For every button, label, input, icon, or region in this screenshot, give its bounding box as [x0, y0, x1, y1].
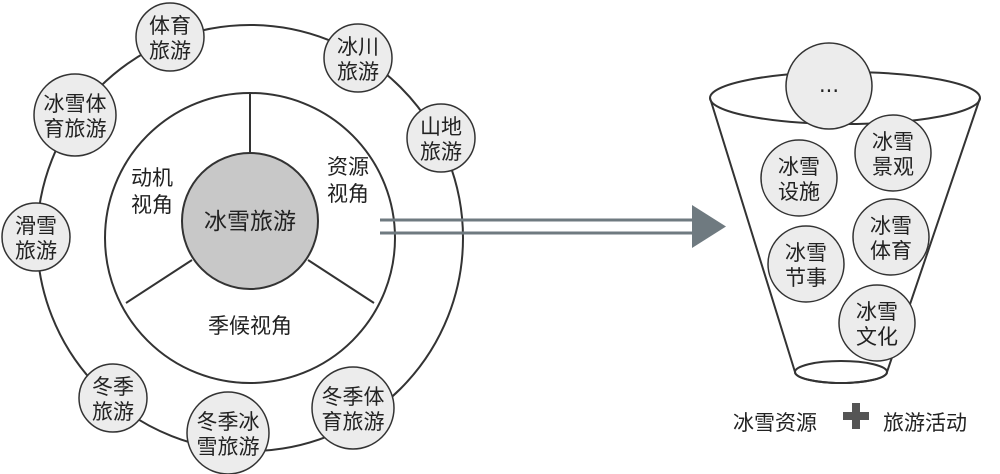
- cup-node-culture: 冰雪 文化: [838, 284, 916, 362]
- perspective-season: 季候视角: [208, 314, 292, 338]
- svg-text:体育: 体育: [870, 239, 912, 263]
- perspective-resource-l2: 视角: [327, 182, 369, 206]
- svg-text:育旅游: 育旅游: [322, 410, 385, 434]
- svg-text:育旅游: 育旅游: [44, 117, 107, 141]
- footer-left-label: 冰雪资源: [733, 411, 817, 435]
- svg-text:...: ...: [819, 73, 839, 97]
- plus-icon: [843, 403, 869, 429]
- cup-node-facilities: 冰雪 设施: [760, 139, 838, 217]
- svg-text:冰川: 冰川: [337, 35, 379, 59]
- svg-text:旅游: 旅游: [420, 140, 462, 164]
- double-arrow-icon: [380, 205, 726, 248]
- center-label: 冰雪旅游: [204, 209, 296, 235]
- perspective-resource-l1: 资源: [327, 155, 369, 179]
- resource-cup: ... 冰雪 设施 冰雪 景观 冰雪 体育 冰雪 节事 冰雪 文化: [709, 42, 981, 384]
- outer-node-skiing: 滑雪 旅游: [1, 202, 71, 272]
- svg-text:旅游: 旅游: [15, 239, 57, 263]
- outer-node-mountain: 山地 旅游: [406, 103, 476, 173]
- outer-node-winter-snow: 冬季冰 雪旅游: [186, 391, 270, 474]
- cup-footer: 冰雪资源 旅游活动: [733, 403, 967, 435]
- outer-node-snow-sports: 冰雪体 育旅游: [33, 73, 117, 157]
- svg-text:冰雪: 冰雪: [872, 130, 914, 154]
- svg-text:节事: 节事: [785, 266, 827, 290]
- divider-right: [307, 259, 375, 304]
- outer-node-glacier: 冰川 旅游: [323, 23, 393, 93]
- svg-text:文化: 文化: [856, 325, 898, 349]
- cup-node-events: 冰雪 节事: [767, 225, 845, 303]
- svg-text:旅游: 旅游: [337, 60, 379, 84]
- svg-text:旅游: 旅游: [149, 39, 191, 63]
- svg-text:冰雪: 冰雪: [778, 155, 820, 179]
- svg-text:雪旅游: 雪旅游: [197, 435, 260, 459]
- svg-text:冰雪: 冰雪: [785, 241, 827, 265]
- center-node: [181, 152, 319, 290]
- divider-left: [125, 259, 193, 304]
- svg-text:体育: 体育: [149, 14, 191, 38]
- perspective-motivation-l1: 动机: [131, 166, 173, 190]
- outer-node-winter: 冬季 旅游: [78, 363, 148, 433]
- svg-text:冰雪体: 冰雪体: [44, 92, 107, 116]
- svg-text:冰雪: 冰雪: [870, 214, 912, 238]
- cup-bottom: [794, 360, 888, 384]
- svg-text:山地: 山地: [420, 115, 462, 139]
- svg-text:冬季冰: 冬季冰: [197, 410, 260, 434]
- outer-node-sports: 体育 旅游: [135, 2, 205, 72]
- cup-node-sports: 冰雪 体育: [852, 198, 930, 276]
- svg-text:冬季体: 冬季体: [322, 385, 385, 409]
- outer-node-winter-sports: 冬季体 育旅游: [311, 366, 395, 450]
- footer-right-label: 旅游活动: [883, 411, 967, 435]
- svg-text:冬季: 冬季: [92, 375, 134, 399]
- svg-text:滑雪: 滑雪: [15, 214, 57, 238]
- tourism-circle-diagram: 冰雪旅游 动机 视角 资源 视角 季候视角 体育 旅游 冰川 旅游 山地 旅游 …: [1, 2, 476, 474]
- svg-text:景观: 景观: [872, 155, 914, 179]
- cup-node-more: ...: [785, 42, 873, 130]
- svg-text:设施: 设施: [778, 180, 820, 204]
- perspective-motivation-l2: 视角: [131, 193, 173, 217]
- cup-node-landscape: 冰雪 景观: [854, 114, 932, 192]
- svg-text:冰雪: 冰雪: [856, 300, 898, 324]
- svg-text:旅游: 旅游: [92, 400, 134, 424]
